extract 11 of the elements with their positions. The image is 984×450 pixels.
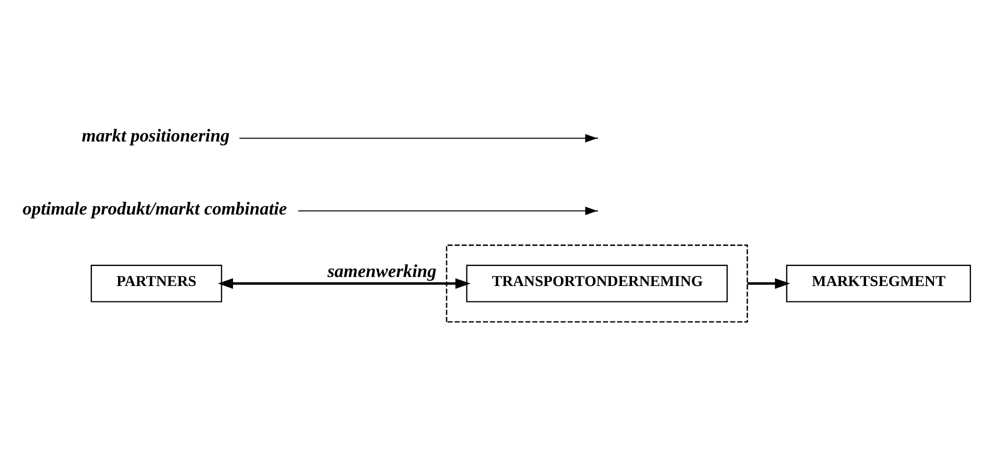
arrow — [217, 278, 470, 289]
node-text: markt positionering — [81, 126, 230, 146]
arrow — [238, 134, 597, 142]
arrow — [298, 206, 597, 216]
node-text: optimale produkt/markt combinatie — [22, 198, 286, 218]
edge-label: samenwerking — [326, 260, 436, 281]
node-box: PARTNERS — [90, 264, 222, 302]
node-box: MARKTSEGMENT — [786, 264, 970, 302]
cluster — [445, 244, 748, 323]
node-box: TRANSPORTONDERNEMING — [466, 264, 728, 302]
arrow — [746, 278, 790, 289]
